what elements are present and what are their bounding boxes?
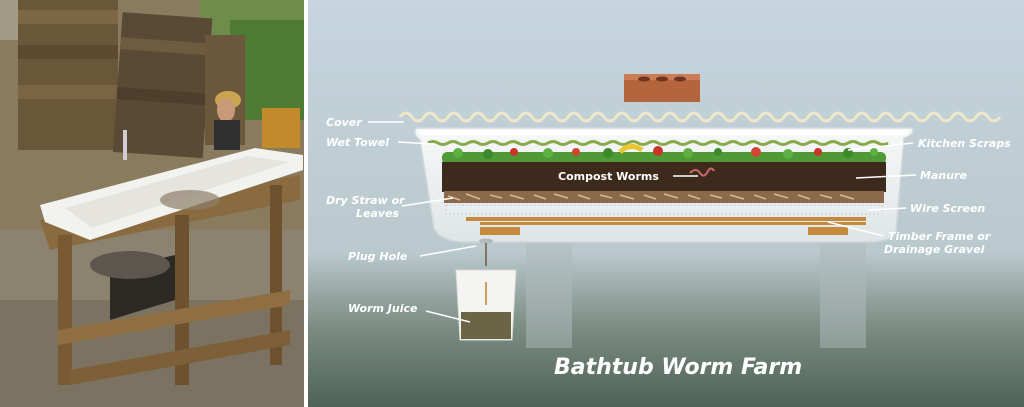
cover-sheet xyxy=(398,111,1002,123)
bathtub xyxy=(40,130,303,240)
label-dry-straw-line1: Dry Straw or xyxy=(326,194,405,207)
label-cover: Cover xyxy=(326,116,362,129)
worm-farm-diagram: Cover Wet Towel Kitchen Scraps Manure Co… xyxy=(308,0,1024,407)
wire-screen-layer xyxy=(446,205,882,214)
label-compost-worms: Compost Worms xyxy=(558,170,659,183)
diagram-title: Bathtub Worm Farm xyxy=(554,355,802,380)
brick xyxy=(624,74,700,102)
timber-fence xyxy=(18,0,245,159)
label-worm-juice: Worm Juice xyxy=(348,302,418,315)
manure-layer xyxy=(442,162,886,192)
label-dry-straw-line2: Leaves xyxy=(356,207,400,220)
bathtub-photo xyxy=(0,0,304,407)
worm-juice-cup xyxy=(455,269,517,341)
label-timber-frame-line2: Drainage Gravel xyxy=(884,243,985,256)
compost-worm-icon xyxy=(689,167,715,177)
tub-leg-right xyxy=(820,238,866,348)
plug-hole xyxy=(479,238,493,244)
label-wire-screen: Wire Screen xyxy=(910,202,985,215)
label-timber-frame-line1: Timber Frame or xyxy=(888,230,991,243)
dry-straw-layer xyxy=(444,191,884,203)
wet-towel-layer xyxy=(427,140,889,146)
label-kitchen-scraps: Kitchen Scraps xyxy=(918,137,1011,150)
label-lines xyxy=(368,121,917,323)
label-plug-hole: Plug Hole xyxy=(348,250,408,263)
label-wet-towel: Wet Towel xyxy=(326,136,389,149)
label-manure: Manure xyxy=(920,169,967,182)
timber-frame-layer xyxy=(466,217,866,235)
person xyxy=(214,91,241,150)
tub-leg-left xyxy=(526,238,572,348)
kitchen-scraps-layer xyxy=(442,144,886,164)
